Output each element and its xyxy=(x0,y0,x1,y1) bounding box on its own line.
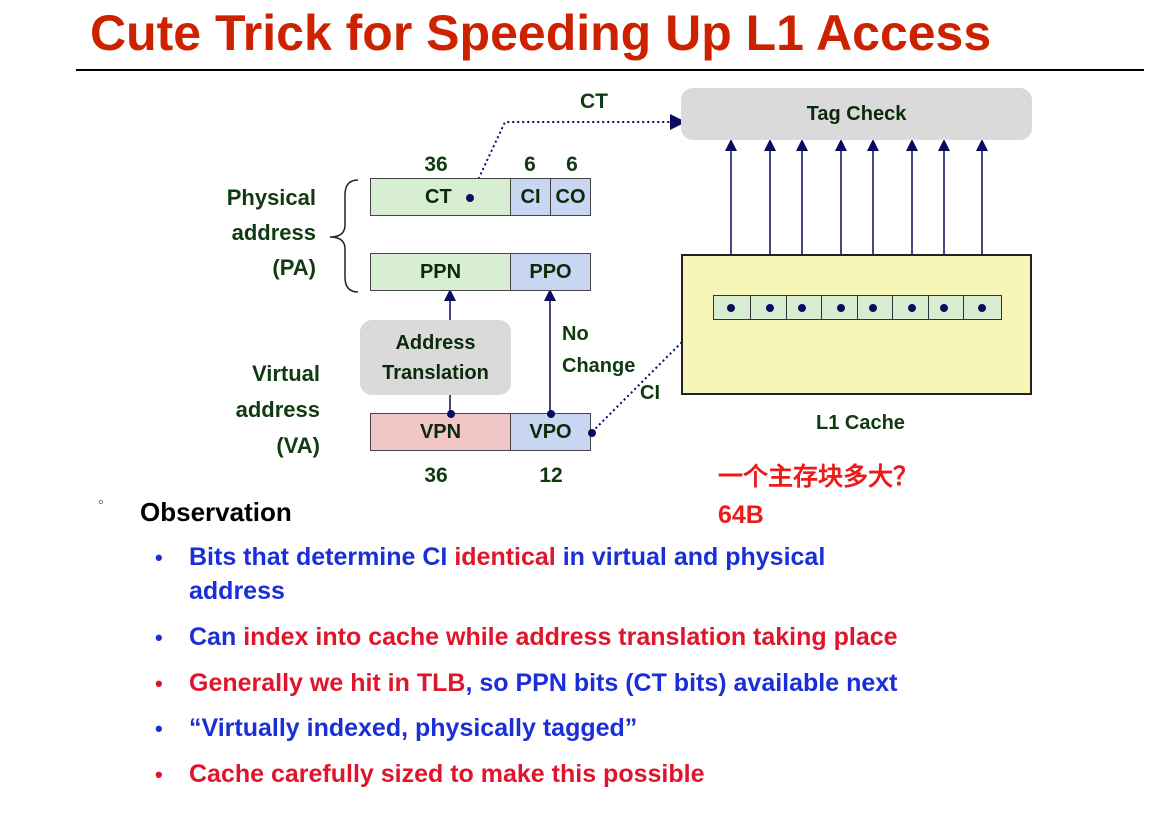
bullet-dot: • xyxy=(155,545,163,570)
va-width-vpo: 12 xyxy=(539,464,563,487)
pa-label-line2: address xyxy=(231,220,316,245)
cache-line xyxy=(751,296,787,320)
vpo-top-dot xyxy=(547,410,555,418)
vpo-ci-dot xyxy=(588,429,596,437)
pa-ci-field: CI xyxy=(510,178,551,216)
bullet-text-segment: index into cache while address translati… xyxy=(243,623,898,651)
ci-arrow-label: CI xyxy=(640,382,660,404)
bullet-text-segment: Generally we hit in TLB xyxy=(189,669,466,697)
address-translation-line1: Address xyxy=(395,331,476,354)
pa-width-ct: 36 xyxy=(424,153,448,176)
ct-arrow-label: CT xyxy=(580,90,608,113)
l1-cache-label: L1 Cache xyxy=(816,412,905,434)
address-translation-line2: Translation xyxy=(382,361,489,384)
vpn-dot xyxy=(447,410,455,418)
cache-line xyxy=(964,296,1002,320)
block-size-answer: 64B xyxy=(718,501,764,529)
bullet-text-segment: Bits that determine CI xyxy=(189,543,455,571)
title-divider xyxy=(76,69,1144,71)
pa-label-line3: (PA) xyxy=(272,255,316,280)
pa-width-co: 6 xyxy=(566,153,578,176)
bullet-dot: • xyxy=(155,625,163,650)
pa-brace xyxy=(329,179,359,293)
pa-label: Physical address (PA) xyxy=(200,180,316,285)
pa-label-line1: Physical xyxy=(226,185,316,210)
tag-check-box: Tag Check xyxy=(681,88,1032,140)
observation-heading: Observation xyxy=(140,497,292,527)
bullet-3: Generally we hit in TLB, so PPN bits (CT… xyxy=(189,669,898,698)
ct-dot xyxy=(466,194,474,202)
ppn-field: PPN xyxy=(370,253,511,291)
va-label: Virtual address (VA) xyxy=(200,356,320,464)
no-change-label: No Change xyxy=(562,318,635,382)
cache-line xyxy=(858,296,893,320)
bullet-text-segment: in virtual and physical xyxy=(555,543,826,571)
cache-line xyxy=(787,296,822,320)
address-translation-box: Address Translation xyxy=(360,320,511,395)
no-change-line2: Change xyxy=(562,355,636,377)
pa-width-ci: 6 xyxy=(524,153,536,176)
bullet-dot: • xyxy=(155,762,163,787)
l1-cache-box xyxy=(681,254,1032,395)
pa-co-field: CO xyxy=(550,178,591,216)
bullet-2: Can index into cache while address trans… xyxy=(189,623,898,652)
va-label-line2: address xyxy=(235,397,320,422)
block-size-question: 一个主存块多大？ xyxy=(718,463,919,491)
ppo-field: PPO xyxy=(510,253,591,291)
bullet-text-segment: “Virtually indexed, physically tagged” xyxy=(189,714,638,742)
vpn-field: VPN xyxy=(370,410,511,451)
bullet-text-segment: Cache carefully sized to make this possi… xyxy=(189,760,705,788)
ci-arrow xyxy=(591,304,720,433)
bullet-text-segment: Can xyxy=(189,623,244,651)
cache-line xyxy=(822,296,858,320)
observation-marker: ◦ xyxy=(98,494,104,511)
va-label-line1: Virtual xyxy=(251,361,320,386)
va-width-vpn: 36 xyxy=(424,464,448,487)
bullet-dot: • xyxy=(155,671,163,696)
bullet-dot: • xyxy=(155,716,163,741)
bullet-text-segment: address xyxy=(189,577,285,605)
vpo-field: VPO xyxy=(510,410,596,451)
bullet-text-segment: identical xyxy=(454,543,556,571)
vpn-text: VPN xyxy=(419,420,462,443)
pa-ct-field: CT xyxy=(370,178,511,216)
cache-line xyxy=(929,296,964,320)
bullet-5: Cache carefully sized to make this possi… xyxy=(189,760,704,789)
pa-ct-text: CT xyxy=(425,185,452,208)
vpo-text: VPO xyxy=(529,420,572,443)
page-title: Cute Trick for Speeding Up L1 Access xyxy=(90,5,992,61)
cache-line xyxy=(893,296,929,320)
bullet-4: “Virtually indexed, physically tagged” xyxy=(189,714,637,743)
va-label-line3: (VA) xyxy=(276,433,320,458)
bullet-1: Bits that determine CI identical in virt… xyxy=(189,543,825,572)
cache-set-row xyxy=(713,295,1002,320)
no-change-line1: No xyxy=(562,323,589,345)
bullet-text-segment: , so PPN bits (CT bits) available next xyxy=(465,669,898,697)
bullet-1-cont: address xyxy=(189,577,285,606)
cache-line xyxy=(714,296,751,320)
